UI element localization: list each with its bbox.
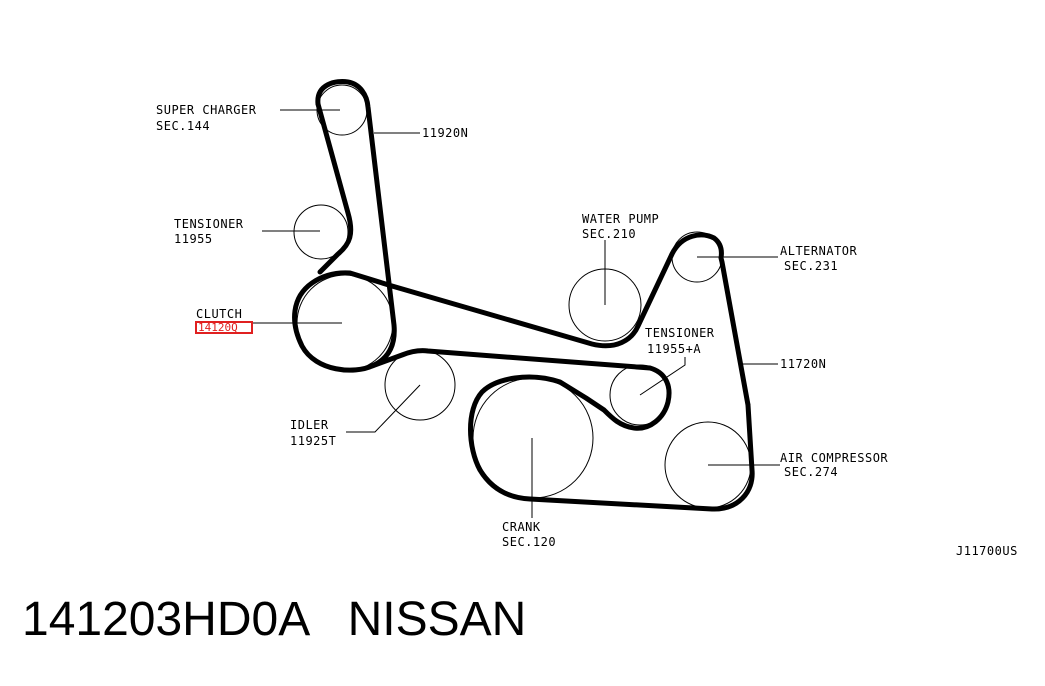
- label-air-compressor: AIR COMPRESSOR: [780, 451, 888, 465]
- label-idler: IDLER: [290, 418, 329, 432]
- leader-idler: [346, 384, 421, 433]
- label-belt-upper: 11920N: [422, 126, 468, 140]
- label-crank: CRANK: [502, 520, 541, 534]
- part-number: 141203HD0A: [22, 593, 308, 646]
- belt-11920n: [292, 79, 751, 408]
- label-belt-lower: 11720N: [780, 357, 826, 371]
- label-tensioner-upper-num: 11955: [174, 232, 213, 246]
- label-tensioner-right-num: 11955+A: [647, 342, 701, 356]
- belt-11720n: [369, 348, 755, 512]
- label-tensioner-upper: TENSIONER: [174, 217, 244, 231]
- label-super-charger-sec: SEC.144: [156, 119, 210, 133]
- label-clutch: CLUTCH: [196, 307, 242, 321]
- label-water-pump-sec: SEC.210: [582, 227, 636, 241]
- crank-pulley: [472, 377, 594, 499]
- belt-11920n-return: [315, 101, 354, 275]
- label-tensioner-right: TENSIONER: [645, 326, 715, 340]
- part-title: 141203HD0A NISSAN: [22, 596, 526, 644]
- label-super-charger: SUPER CHARGER: [156, 103, 257, 117]
- tensioner-upper-pulley: [293, 204, 349, 260]
- clutch-part-highlight[interactable]: [195, 321, 253, 334]
- label-alternator-sec: SEC.231: [784, 259, 838, 273]
- label-clutch-part[interactable]: 14120Q: [198, 321, 238, 334]
- label-water-pump: WATER PUMP: [582, 212, 659, 226]
- label-air-compressor-sec: SEC.274: [784, 465, 838, 479]
- label-idler-num: 11925T: [290, 434, 336, 448]
- label-alternator: ALTERNATOR: [780, 244, 858, 258]
- label-crank-sec: SEC.120: [502, 535, 556, 549]
- diagram-code: J11700US: [956, 544, 1018, 558]
- brand-name: NISSAN: [347, 593, 527, 646]
- leader-tensioner-right: [639, 357, 686, 396]
